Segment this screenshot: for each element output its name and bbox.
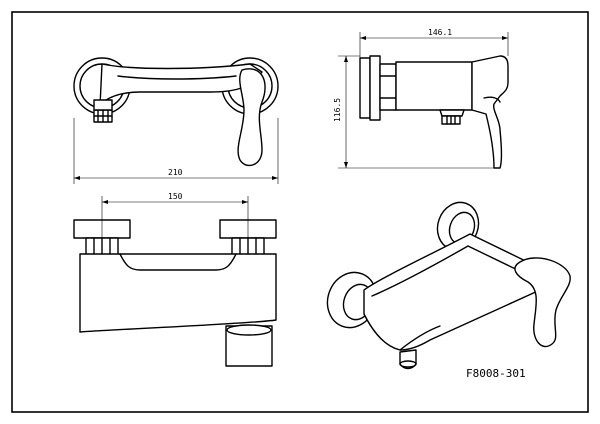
dim-front-width: 150 (168, 192, 183, 201)
side-view (338, 32, 509, 169)
dim-top-width: 210 (168, 168, 183, 177)
front-view (73, 196, 277, 367)
model-number: F8008-301 (466, 367, 526, 380)
dim-side-height: 116.5 (333, 98, 342, 122)
sheet-border (11, 11, 589, 413)
isometric-view (326, 201, 571, 370)
top-view (73, 57, 279, 184)
dim-side-width: 146.1 (428, 28, 452, 37)
